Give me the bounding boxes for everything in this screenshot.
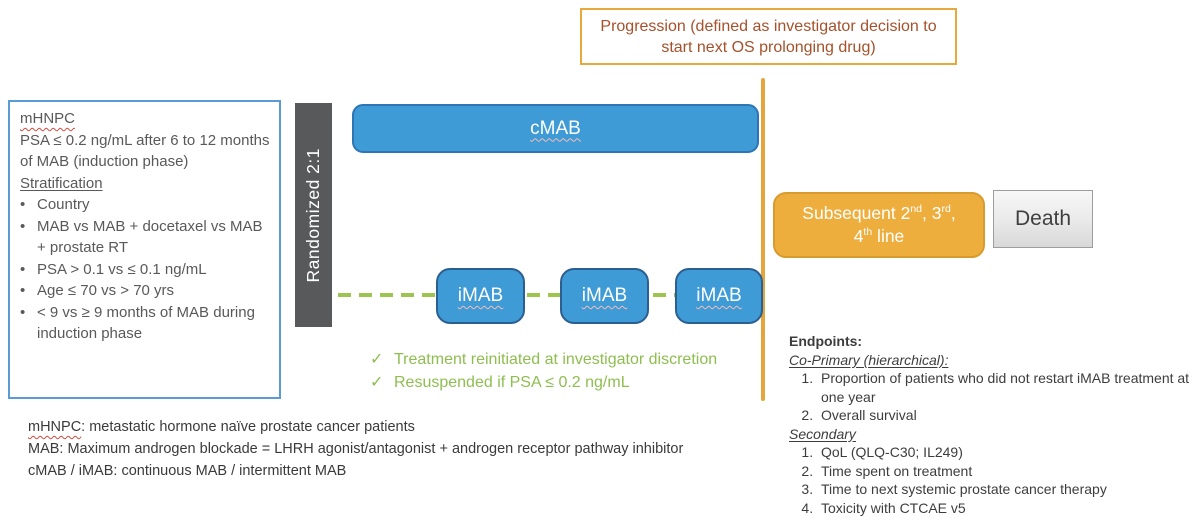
co-primary-heading: Co-Primary (hierarchical): xyxy=(789,351,949,368)
footnote-text: : Maximum androgen blockade = LHRH agoni… xyxy=(59,441,684,457)
death-box: Death xyxy=(993,190,1093,248)
imab-box-2: iMAB xyxy=(560,268,649,324)
randomization-bar: Randomized 2:1 xyxy=(295,103,332,327)
cmab-arm-bar: cMAB xyxy=(352,104,759,153)
footnote-text: : continuous MAB / intermittent MAB xyxy=(113,463,347,479)
subsequent-text-part: Subsequent 2 xyxy=(802,203,911,223)
subsequent-text-part: , 3 xyxy=(922,203,942,223)
stratification-item: • < 9 vs ≥ 9 months of MAB during induct… xyxy=(20,302,271,345)
intermittent-dashed-line xyxy=(338,293,762,297)
stratification-item: • PSA > 0.1 vs ≤ 0.1 ng/mL xyxy=(20,259,271,281)
endpoints-heading: Endpoints: xyxy=(789,333,863,349)
stratification-item: • MAB vs MAB + docetaxel vs MAB + prosta… xyxy=(20,216,271,259)
ordinal-suffix: nd xyxy=(910,203,922,216)
randomization-label: Randomized 2:1 xyxy=(303,147,323,283)
footnote-line: mHNPC: metastatic hormone naïve prostate… xyxy=(28,416,683,438)
progression-line xyxy=(761,78,765,401)
stratification-item: • Age ≤ 70 vs > 70 yrs xyxy=(20,280,271,302)
progression-definition-text: Progression (defined as investigator dec… xyxy=(600,17,937,56)
co-primary-list: Proportion of patients who did not resta… xyxy=(807,369,1199,425)
bullet-icon: • xyxy=(20,303,26,321)
bullet-icon: • xyxy=(20,282,26,299)
stratification-item: • Country xyxy=(20,194,271,216)
co-primary-heading-row: Co-Primary (hierarchical): xyxy=(789,351,1199,370)
reinitiation-notes: ✓ Treatment reinitiated at investigator … xyxy=(370,348,717,394)
bullet-icon: • xyxy=(20,196,26,213)
footnotes-block: mHNPC: metastatic hormone naïve prostate… xyxy=(28,416,683,482)
eligibility-title-row: mHNPC xyxy=(20,108,271,130)
subsequent-text-part: , xyxy=(950,203,956,223)
secondary-item: Toxicity with CTCAE v5 xyxy=(817,499,1199,518)
footnote-line: MAB: Maximum androgen blockade = LHRH ag… xyxy=(28,438,683,460)
stratification-item-text: Country xyxy=(37,196,90,213)
footnote-term: cMAB / iMAB xyxy=(28,463,114,479)
footnote-term: MAB xyxy=(28,441,60,457)
eligibility-criteria-text: PSA ≤ 0.2 ng/mL after 6 to 12 months of … xyxy=(20,131,270,171)
secondary-item: Time spent on treatment xyxy=(817,462,1199,481)
subsequent-text-part: 4 xyxy=(853,226,864,246)
stratification-item-text: < 9 vs ≥ 9 months of MAB during inductio… xyxy=(37,303,255,343)
note-text: Treatment reinitiated at investigator di… xyxy=(394,351,718,368)
stratification-heading-row: Stratification xyxy=(20,173,271,195)
stratification-heading: Stratification xyxy=(20,174,103,192)
note-text: Resuspended if PSA ≤ 0.2 ng/mL xyxy=(394,374,630,391)
ordinal-suffix: th xyxy=(863,226,873,239)
co-primary-item: Proportion of patients who did not resta… xyxy=(817,369,1199,406)
footnote-term: mHNPC xyxy=(28,419,82,435)
endpoints-block: Endpoints: Co-Primary (hierarchical): Pr… xyxy=(789,332,1199,517)
footnote-text: : metastatic hormone naïve prostate canc… xyxy=(81,419,415,435)
imab-label: iMAB xyxy=(457,285,504,306)
footnote-line: cMAB / iMAB: continuous MAB / intermitte… xyxy=(28,460,683,482)
stratification-item-text: Age ≤ 70 vs > 70 yrs xyxy=(37,282,175,299)
death-label: Death xyxy=(1014,207,1072,230)
stratification-item-text: PSA > 0.1 vs ≤ 0.1 ng/mL xyxy=(37,260,207,278)
subsequent-lines-label: Subsequent 2nd, 3rd, 4th line xyxy=(802,202,955,248)
secondary-heading: Secondary xyxy=(789,425,856,442)
subsequent-lines-box: Subsequent 2nd, 3rd, 4th line xyxy=(773,192,985,258)
co-primary-item: Overall survival xyxy=(817,406,1199,425)
cmab-arm-label: cMAB xyxy=(530,117,581,139)
imab-box-1: iMAB xyxy=(436,268,525,324)
secondary-item: Time to next systemic prostate cancer th… xyxy=(817,480,1199,499)
imab-box-3: iMAB xyxy=(675,268,763,324)
secondary-item: QoL (QLQ-C30; IL249) xyxy=(817,443,1199,462)
note-line: ✓ Resuspended if PSA ≤ 0.2 ng/mL xyxy=(370,371,717,394)
secondary-list: QoL (QLQ-C30; IL249) Time spent on treat… xyxy=(807,443,1199,517)
checkmark-icon: ✓ xyxy=(370,351,384,368)
imab-label: iMAB xyxy=(581,285,628,306)
imab-label: iMAB xyxy=(696,285,742,306)
eligibility-box: mHNPC PSA ≤ 0.2 ng/mL after 6 to 12 mont… xyxy=(8,100,281,399)
stratification-item-text: MAB vs MAB + docetaxel vs MAB + prostate… xyxy=(37,217,263,257)
secondary-heading-row: Secondary xyxy=(789,425,1199,444)
eligibility-title: mHNPC xyxy=(20,110,75,127)
stratification-list: • Country • MAB vs MAB + docetaxel vs MA… xyxy=(20,194,271,345)
subsequent-text-part: line xyxy=(872,226,905,246)
note-line: ✓ Treatment reinitiated at investigator … xyxy=(370,348,717,371)
bullet-icon: • xyxy=(20,217,26,235)
checkmark-icon: ✓ xyxy=(370,374,384,391)
ordinal-suffix: rd xyxy=(941,203,951,216)
progression-definition-box: Progression (defined as investigator dec… xyxy=(580,8,957,65)
bullet-icon: • xyxy=(20,260,26,278)
